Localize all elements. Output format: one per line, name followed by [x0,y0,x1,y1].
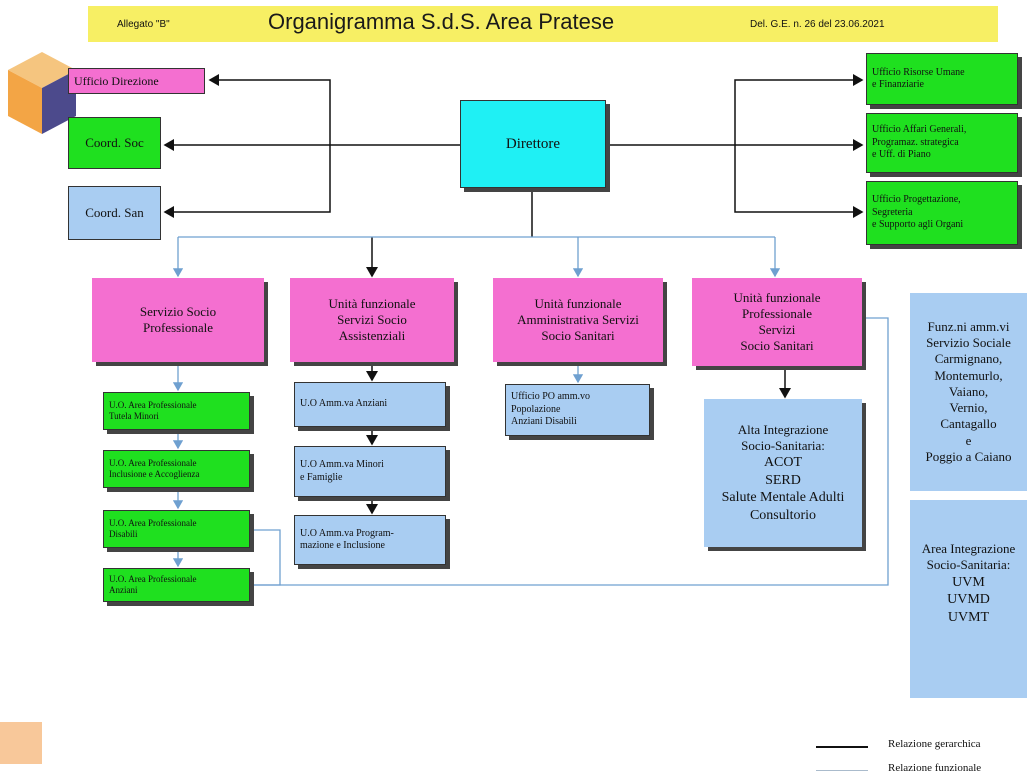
legend-funzionale-line [816,770,868,771]
line-progettazione [734,145,864,218]
coord-soc-box: Coord. Soc [68,117,161,169]
line-coord-san [163,145,331,218]
direttore-label: Direttore [505,135,561,152]
coord-san-label: Coord. San [85,204,144,220]
coord-soc-label: Coord. Soc [85,134,144,150]
legend-gerarchica-label: Relazione gerarchica [888,738,981,750]
uo-amm-programmazione-box: U.O Amm.va Program-mazione e Inclusione [294,515,446,565]
coord-san-box: Coord. San [68,186,161,240]
page-title: Organigramma S.d.S. Area Pratese [268,9,615,34]
delibera-reference: Del. G.E. n. 26 del 23.06.2021 [750,19,885,30]
line-risorse-umane [608,74,864,146]
affari-generali-box: Ufficio Affari Generali,Programaz. strat… [866,113,1018,173]
line-funzionale-professionale [252,317,889,586]
cube-logo-icon [8,52,76,134]
legend-funzionale-label: Relazione funzionale [888,762,982,774]
direttore-box: Direttore [460,100,606,188]
area-integrazione-box: Area Integrazione Socio-Sanitaria: UVM U… [910,500,1027,698]
ufficio-direzione-label: Ufficio Direzione [74,73,159,88]
decorative-orange-square [0,722,42,764]
uo-amm-anziani-box: U.O Amm.va Anziani [294,382,446,427]
line-disabili-anziani [252,529,281,586]
line-ufficio-direzione [208,74,460,146]
allegato-label: Allegato "B" [117,19,170,30]
ufficio-direzione-box: Ufficio Direzione [68,68,205,94]
alta-integrazione-box: Alta Integrazione Socio-Sanitaria: ACOT … [704,399,862,547]
legend-gerarchica-line [816,746,868,748]
title-banner [88,6,998,42]
